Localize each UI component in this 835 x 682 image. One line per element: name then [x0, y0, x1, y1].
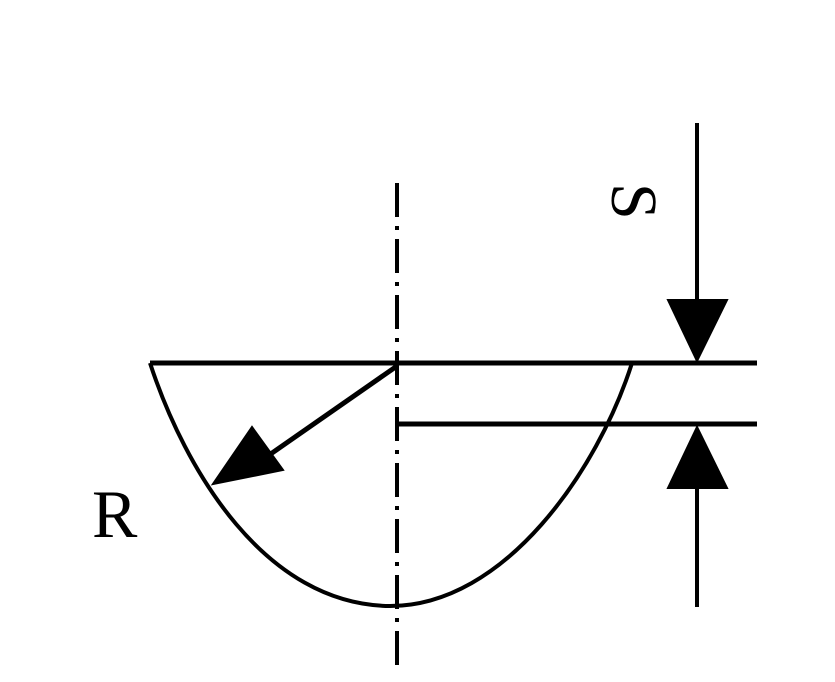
dimension-arrowhead-down: [666, 299, 729, 364]
cap-arc: [148, 362, 634, 609]
thickness-label: S: [597, 183, 670, 220]
radius-arrow-shaft: [260, 363, 399, 463]
dimension-arrowhead-up: [666, 424, 729, 489]
radius-label: R: [92, 476, 138, 552]
radius-arrowhead: [210, 425, 285, 486]
